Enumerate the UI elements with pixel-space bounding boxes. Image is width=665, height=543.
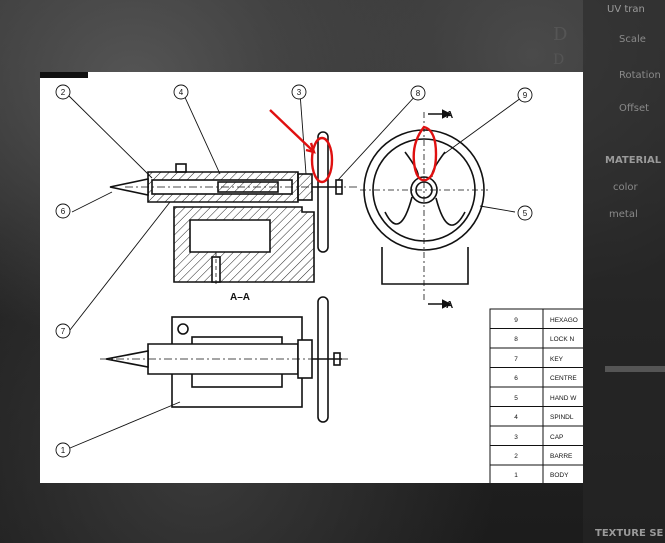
metal-label: metal bbox=[609, 209, 638, 220]
table-row-name: HAND W bbox=[550, 395, 577, 402]
callouts bbox=[55, 84, 533, 458]
section-view bbox=[109, 131, 360, 284]
highlight-ellipse-handle bbox=[310, 136, 334, 184]
callout-circle bbox=[55, 442, 71, 458]
table-row-no: 3 bbox=[514, 434, 518, 441]
callout-8: 8 bbox=[416, 89, 421, 98]
callout-6: 6 bbox=[61, 207, 66, 216]
table-row-no: 2 bbox=[514, 453, 518, 460]
callout-circle bbox=[517, 87, 533, 103]
rotation-label: Rotation bbox=[619, 70, 661, 81]
end-view bbox=[360, 109, 488, 309]
table-row-name: BODY bbox=[550, 472, 569, 479]
callout-circle bbox=[517, 205, 533, 221]
table-row-name: HEXAGO bbox=[550, 317, 578, 324]
section-label: A–A bbox=[230, 292, 250, 303]
table-row-no: 9 bbox=[514, 317, 518, 324]
table-row-name: SPINDL bbox=[550, 414, 574, 421]
table-row-no: 8 bbox=[514, 336, 518, 343]
table-row-name: LOCK N bbox=[550, 336, 575, 343]
uv-transform-heading[interactable]: UV tran bbox=[607, 4, 645, 15]
callout-circle bbox=[410, 85, 426, 101]
texture-settings-heading[interactable]: TEXTURE SE bbox=[595, 528, 664, 539]
scale-label: Scale bbox=[619, 34, 646, 45]
engineering-drawing-image: A–A A A bbox=[40, 72, 583, 483]
callout-circle bbox=[55, 84, 71, 100]
callout-circle bbox=[55, 203, 71, 219]
table-row-name: CENTRE bbox=[550, 375, 577, 382]
background-letter: D bbox=[553, 52, 565, 68]
callout-1: 1 bbox=[61, 446, 66, 455]
callout-9: 9 bbox=[523, 91, 528, 100]
background-letter: D bbox=[553, 24, 568, 45]
tailstock-drawing: A–A A A bbox=[40, 72, 583, 483]
plan-view bbox=[100, 296, 350, 423]
table-row-no: 6 bbox=[514, 375, 518, 382]
red-arrow bbox=[269, 109, 313, 151]
red-annotations bbox=[269, 109, 438, 184]
table-row-name: BARRE bbox=[550, 453, 573, 460]
section-marker-bottom: A bbox=[446, 300, 453, 311]
panel-slider[interactable] bbox=[605, 366, 665, 372]
offset-label: Offset bbox=[619, 103, 650, 114]
table-row-no: 7 bbox=[514, 356, 518, 363]
section-marker-top: A bbox=[446, 110, 453, 121]
table-row-no: 4 bbox=[514, 414, 518, 421]
red-arrow-head bbox=[305, 142, 316, 154]
callout-7: 7 bbox=[61, 327, 66, 336]
parts-table bbox=[489, 308, 583, 483]
table-row-name: CAP bbox=[550, 434, 563, 441]
color-label: color bbox=[613, 182, 638, 193]
highlight-ellipse-wheel bbox=[412, 125, 438, 182]
table-row-no: 5 bbox=[514, 395, 518, 402]
material-heading[interactable]: MATERIAL bbox=[605, 155, 662, 166]
table-row-name: KEY bbox=[550, 356, 564, 363]
callout-circle bbox=[173, 84, 189, 100]
figure-label-box bbox=[40, 72, 88, 78]
callout-2: 2 bbox=[61, 88, 66, 97]
table-row-no: 1 bbox=[514, 472, 518, 479]
properties-panel: UV tran Scale Rotation Offset MATERIAL c… bbox=[583, 0, 665, 543]
callout-5: 5 bbox=[523, 209, 528, 218]
callout-3: 3 bbox=[297, 88, 302, 97]
callout-circle bbox=[291, 84, 307, 100]
callout-circle bbox=[55, 323, 71, 339]
callout-4: 4 bbox=[179, 88, 184, 97]
